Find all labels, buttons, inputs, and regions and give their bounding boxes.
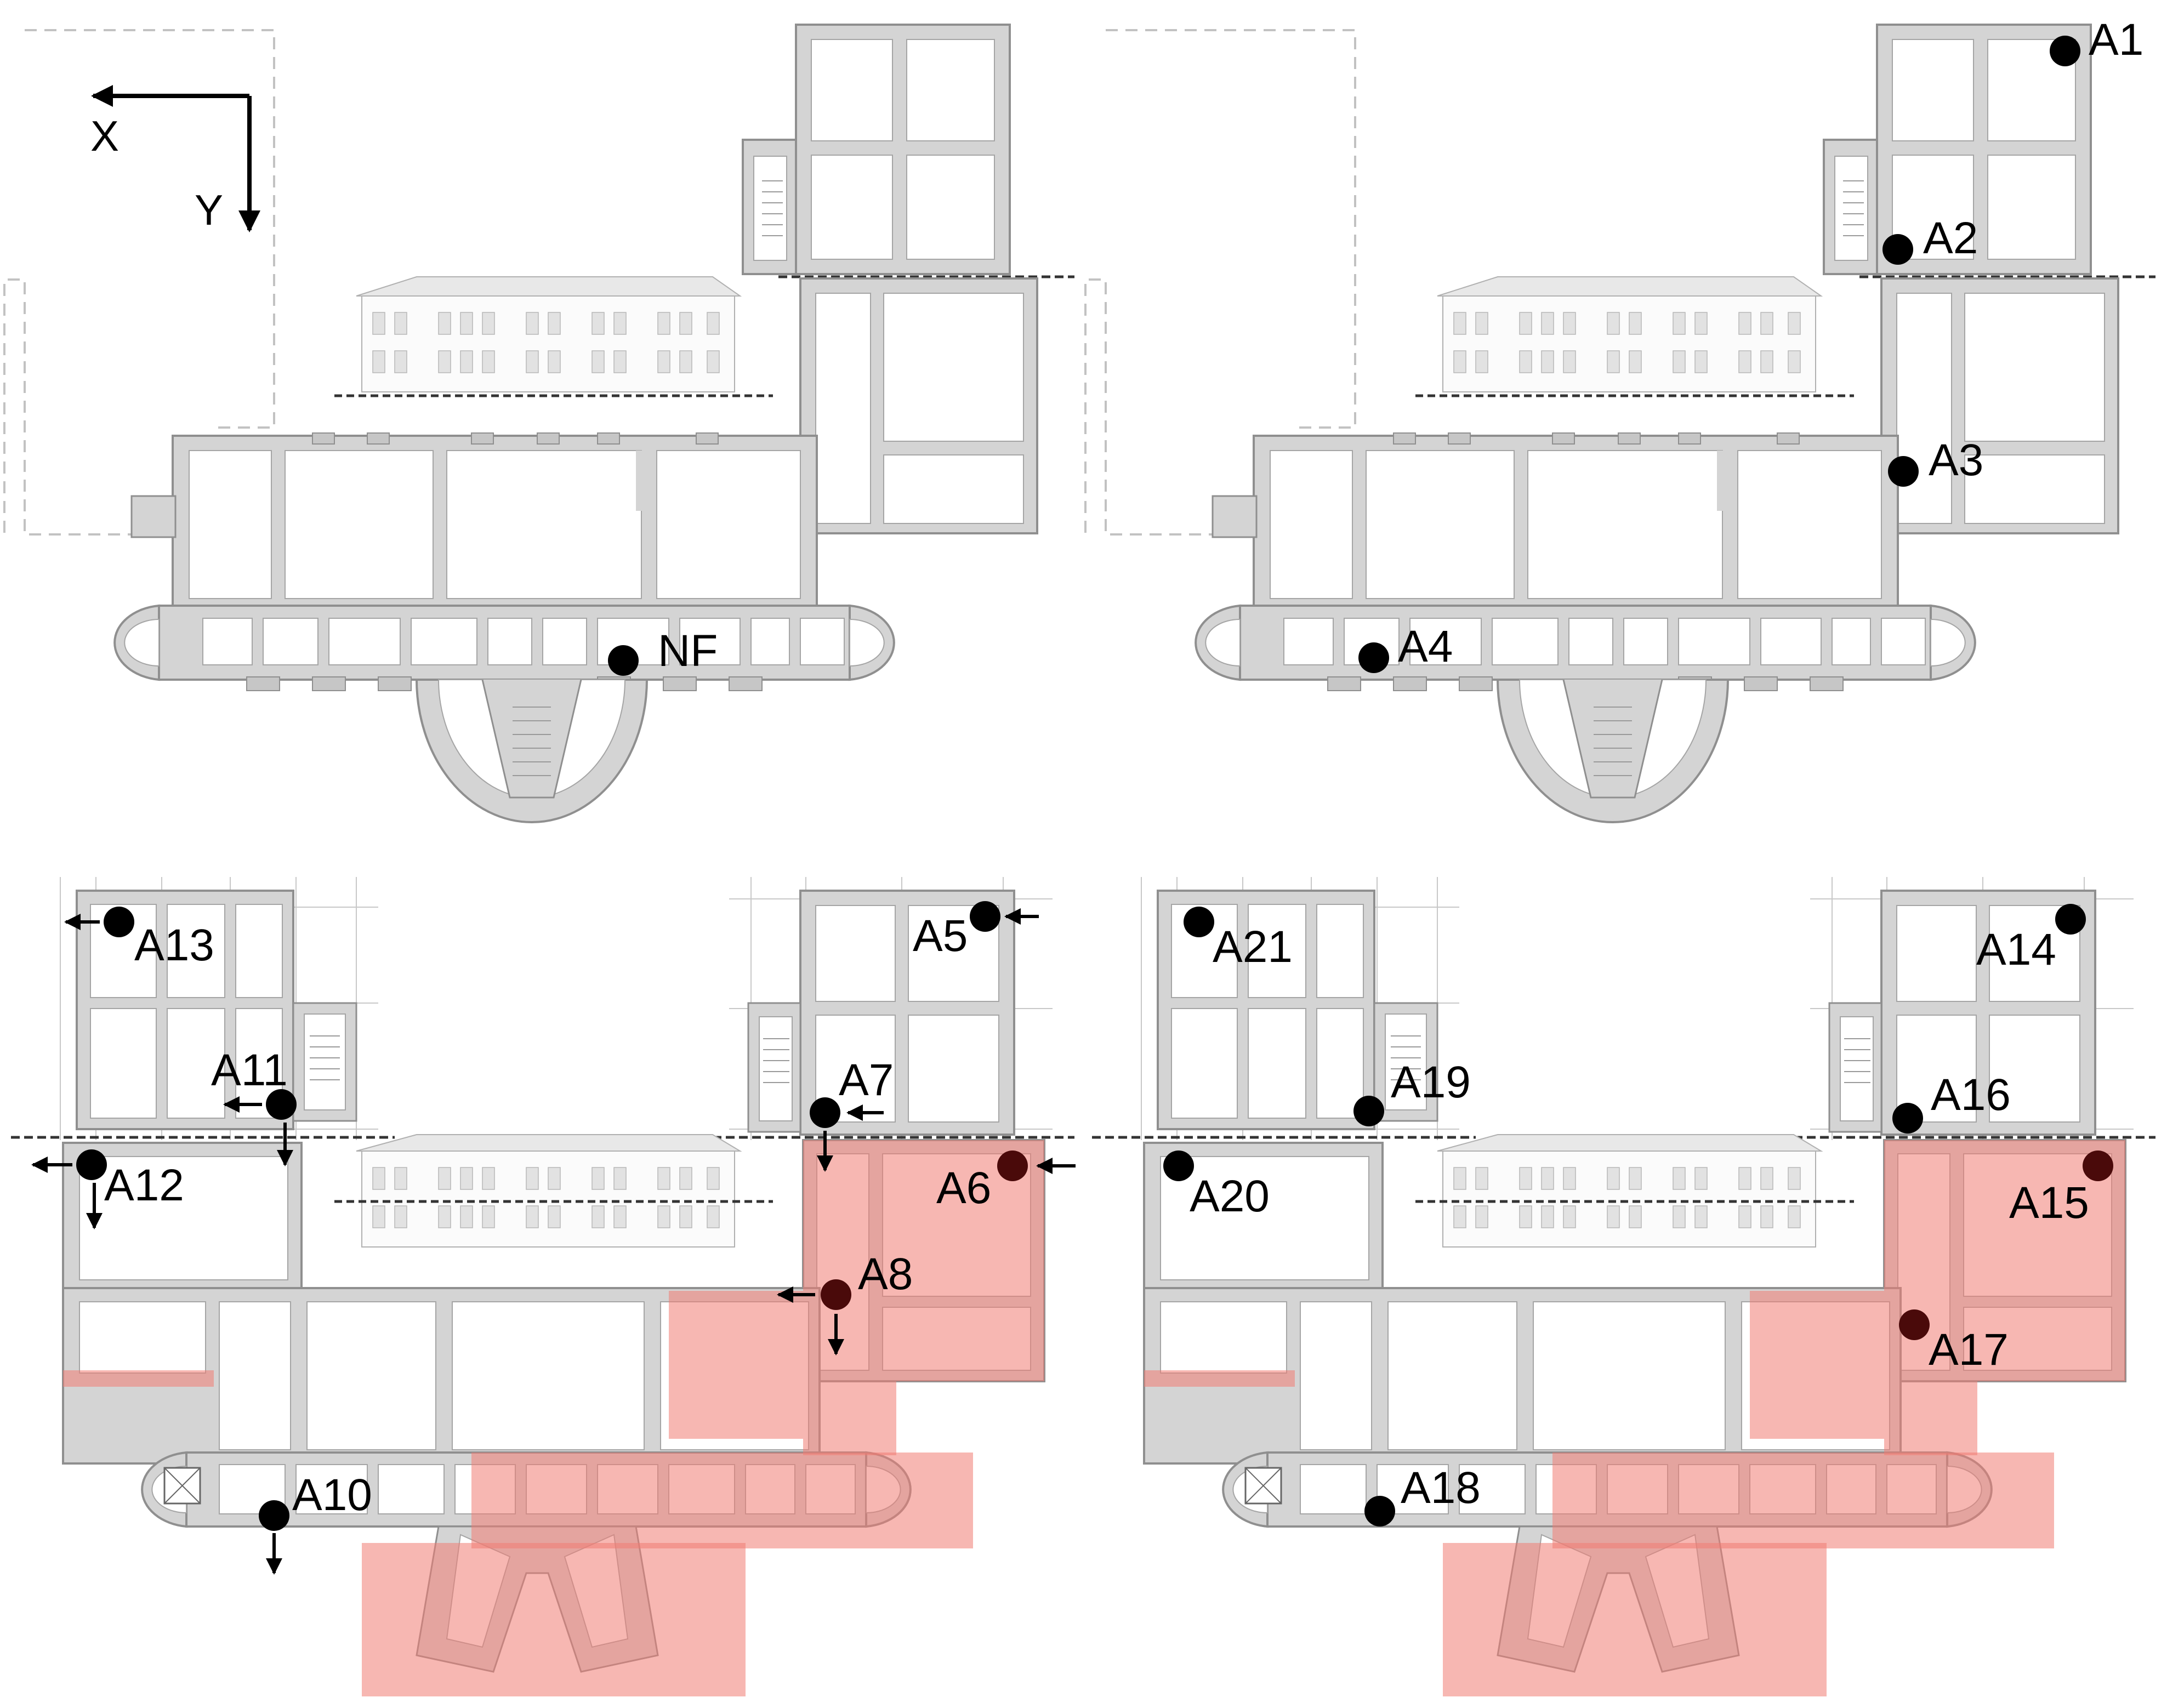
sensor-a20: A20	[1163, 1150, 1270, 1221]
sensor-a19: A19	[1353, 1057, 1471, 1126]
sensor-label: A5	[913, 911, 968, 961]
sensor-label: NF	[658, 626, 718, 676]
y-axis-label: Y	[195, 186, 223, 234]
panel-original-reference	[4, 25, 1074, 822]
sensor-a12: A12	[31, 1149, 184, 1229]
x-axis-label: X	[90, 112, 119, 160]
sensor-label: A20	[1190, 1171, 1270, 1221]
sensor-label: A8	[858, 1249, 913, 1299]
sensor-label: A16	[1931, 1070, 2011, 1120]
sensor-label: A19	[1391, 1057, 1471, 1107]
sensor-a11: A11	[211, 1045, 297, 1166]
sensor-label: A15	[2009, 1178, 2089, 1228]
axes-indicator: X Y	[90, 85, 260, 234]
sensor-label: A11	[211, 1045, 288, 1095]
sensor-a16: A16	[1892, 1070, 2011, 1134]
panel-retrofit-a5-a13	[11, 877, 1074, 1696]
sensor-label: A18	[1401, 1463, 1481, 1513]
sensor-a10: A10	[259, 1470, 372, 1575]
sensor-label: A17	[1929, 1325, 2009, 1375]
sensor-label: A3	[1929, 435, 1983, 485]
sensor-a13: A13	[64, 907, 214, 970]
sensor-label: A13	[134, 920, 214, 970]
sensor-a17: A17	[1899, 1309, 2009, 1375]
sensor-label: A10	[292, 1470, 372, 1520]
sensor-label: A21	[1213, 922, 1293, 972]
sensor-a4: A4	[1358, 622, 1453, 673]
sensor-a2: A2	[1882, 213, 1978, 265]
sensor-nf: NF	[608, 626, 718, 676]
sensor-a18: A18	[1364, 1463, 1481, 1527]
sensor-label: A6	[936, 1163, 991, 1213]
panel-original-a1-a4	[1085, 25, 2155, 822]
sensor-label: A7	[839, 1055, 894, 1105]
sensor-a14: A14	[1976, 904, 2086, 975]
sensor-a8: A8	[777, 1249, 913, 1355]
sensor-label: A12	[104, 1160, 184, 1210]
sensor-label: A1	[2089, 15, 2143, 65]
sensor-label: A14	[1976, 925, 2056, 975]
panel-retrofit-a14-a21	[1092, 877, 2155, 1696]
sensor-a15: A15	[2009, 1150, 2113, 1228]
sensor-a5: A5	[913, 901, 1039, 961]
sensor-a1: A1	[2050, 15, 2143, 66]
sensor-label: A4	[1398, 622, 1453, 671]
sensor-label: A2	[1923, 213, 1978, 263]
sensor-a6: A6	[936, 1150, 1076, 1213]
sensor-a21: A21	[1184, 907, 1293, 972]
sensor-a3: A3	[1888, 435, 1983, 487]
sensor-a7: A7	[810, 1055, 894, 1172]
